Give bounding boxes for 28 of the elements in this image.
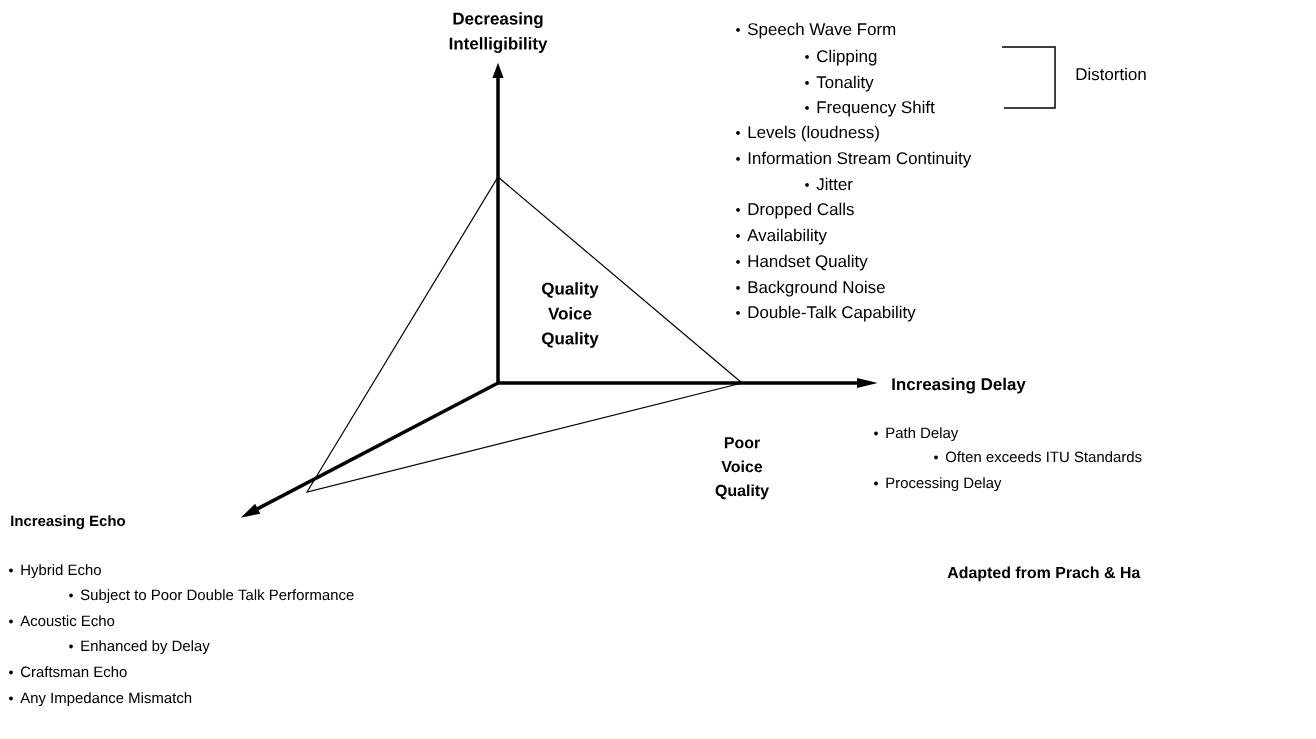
list-item: Frequency Shift (805, 100, 935, 117)
source-note: Adapted from Prach & Ha (947, 566, 1141, 582)
list-item: Path Delay (874, 427, 959, 442)
list-item: Processing Delay (874, 477, 1002, 492)
list-item: Double-Talk Capability (736, 305, 916, 322)
list-item: Background Noise (736, 280, 885, 297)
axis-label: Decreasing Intelligibility (449, 12, 548, 53)
list-item: Availability (736, 228, 827, 245)
list-item: Dropped Calls (736, 202, 854, 219)
list-item: Handset Quality (736, 254, 868, 271)
list-item: Acoustic Echo (9, 615, 115, 627)
bracket-label: Distortion (1076, 67, 1146, 81)
list-item: Levels (loudness) (736, 125, 879, 142)
region-label: Quality Voice Quality (542, 282, 599, 348)
list-item: Clipping (805, 49, 877, 66)
list-item: Hybrid Echo (9, 564, 101, 579)
list-item: Subject to Poor Double Talk Performance (69, 589, 354, 604)
axis-label: Increasing Echo (11, 515, 126, 530)
list-item: Often exceeds ITU Standards (934, 451, 1142, 463)
list-item: Enhanced by Delay (69, 640, 210, 655)
list-item: Information Stream Continuity (736, 151, 972, 168)
region-label: Poor Voice Quality (715, 437, 769, 500)
list-item: Speech Wave Form (736, 22, 896, 39)
list-item: Craftsman Echo (9, 666, 127, 678)
list-item: Any Impedance Mismatch (9, 692, 192, 707)
axis-label: Increasing Delay (892, 377, 1026, 394)
list-item: Tonality (805, 75, 874, 92)
list-item: Jitter (805, 177, 853, 191)
